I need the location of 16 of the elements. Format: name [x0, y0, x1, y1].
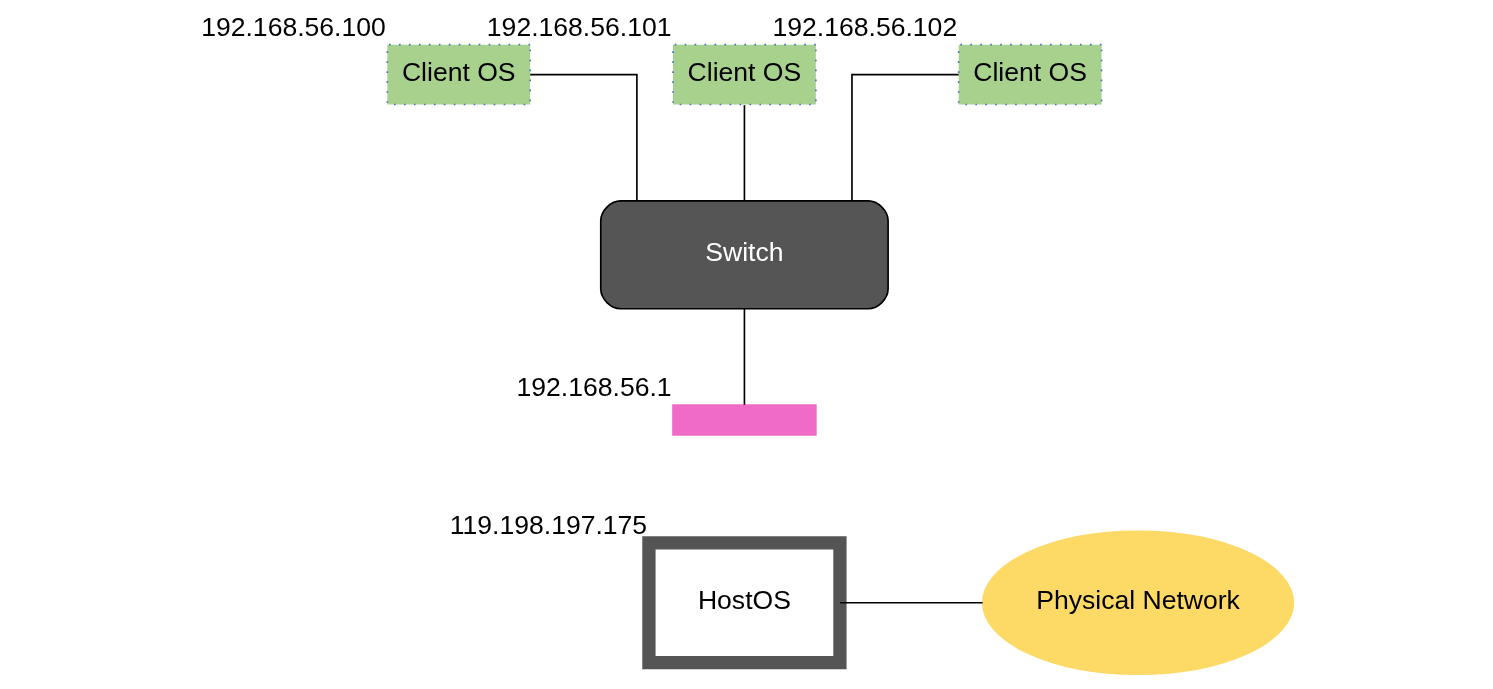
- connector: [529, 73, 638, 202]
- node-box: Client OS: [672, 43, 817, 106]
- node-box: Client OS: [957, 43, 1103, 106]
- connector: [743, 104, 746, 202]
- node-label: 192.168.56.101: [486, 12, 672, 43]
- node-box: HostOS: [642, 536, 847, 670]
- node-ellipse: Physical Network: [981, 530, 1295, 676]
- node-box: [672, 404, 817, 436]
- node-box: Switch: [599, 200, 889, 310]
- node-box: Client OS: [386, 43, 531, 106]
- node-label: 192.168.56.1: [516, 372, 672, 403]
- node-label: 192.168.56.100: [201, 12, 386, 43]
- connector: [839, 601, 984, 604]
- connector: [743, 308, 746, 406]
- connector: [851, 73, 960, 202]
- node-label: 192.168.56.102: [772, 12, 958, 43]
